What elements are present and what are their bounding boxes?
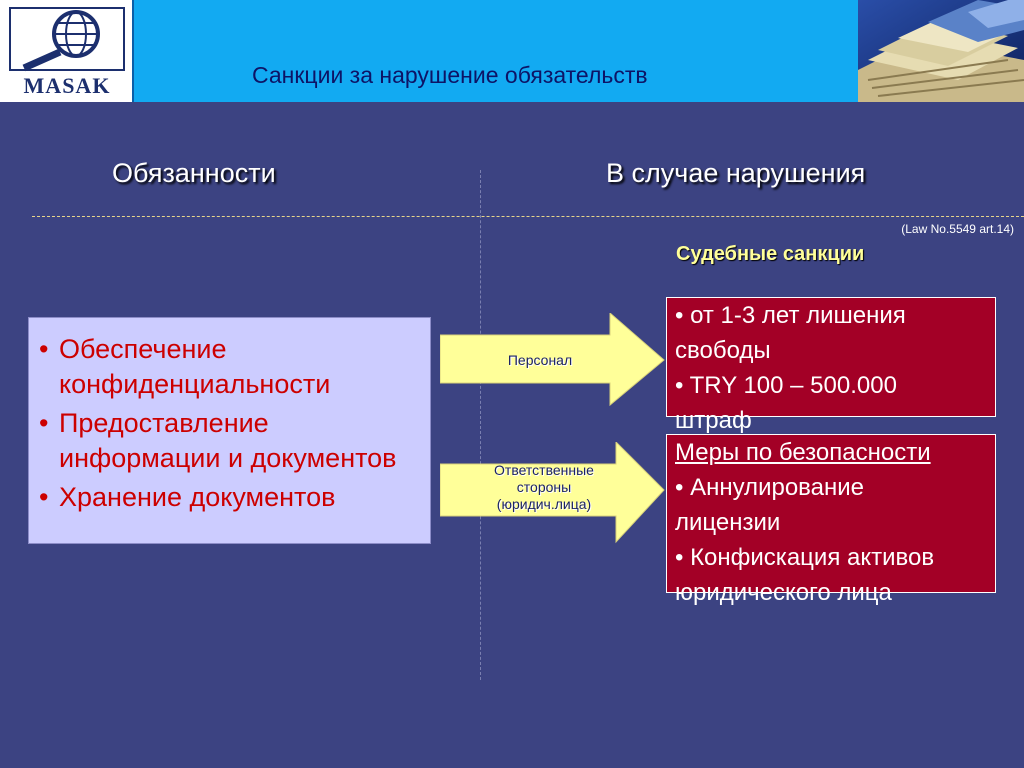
sanction-line: • от 1-3 лет лишения (675, 302, 906, 329)
measure-line: • Аннулирование (675, 474, 864, 501)
horizontal-divider (32, 216, 1024, 217)
duty-item: Обеспечение конфиденциальности (39, 332, 420, 402)
measure-line: юридического лица (675, 579, 892, 606)
personnel-label: Персонал (507, 352, 573, 368)
legal-entities-arrow (440, 442, 665, 544)
measure-line: • Конфискация активов (675, 544, 935, 571)
masak-logo: MASAK (0, 0, 134, 102)
judicial-sanctions-heading: Судебные санкции (676, 243, 865, 265)
duties-column-heading: Обязанности (112, 158, 276, 188)
sanction-line: штраф (675, 407, 752, 434)
legal-entities-label: Ответственные стороны (юридич.лица) (494, 462, 594, 512)
measure-line: лицензии (675, 509, 781, 536)
duties-list-box: Обеспечение конфиденциальности Предостав… (28, 317, 431, 544)
globe-magnifier-icon (6, 4, 128, 74)
personnel-sanctions-box: • от 1-3 лет лишения свободы • TRY 100 –… (666, 297, 996, 434)
personnel-arrow (440, 313, 665, 407)
header-bar: MASAK Санкции за нарушение обязательств (0, 0, 1024, 102)
duty-item: Предоставление информации и документов (39, 406, 420, 476)
banknotes-image (858, 0, 1024, 102)
security-measures-box: Меры по безопасности • Аннулирование лиц… (666, 434, 996, 606)
sanction-line: • TRY 100 – 500.000 (675, 372, 897, 399)
logo-text: MASAK (6, 74, 128, 98)
vertical-divider (480, 170, 481, 680)
slide-title: Санкции за нарушение обязательств (252, 62, 648, 88)
security-measures-heading: Меры по безопасности (675, 439, 931, 466)
violation-column-heading: В случае нарушения (606, 158, 866, 188)
sanction-line: свободы (675, 337, 771, 364)
duty-item: Хранение документов (39, 480, 420, 515)
law-reference: (Law No.5549 art.14) (901, 222, 1014, 236)
